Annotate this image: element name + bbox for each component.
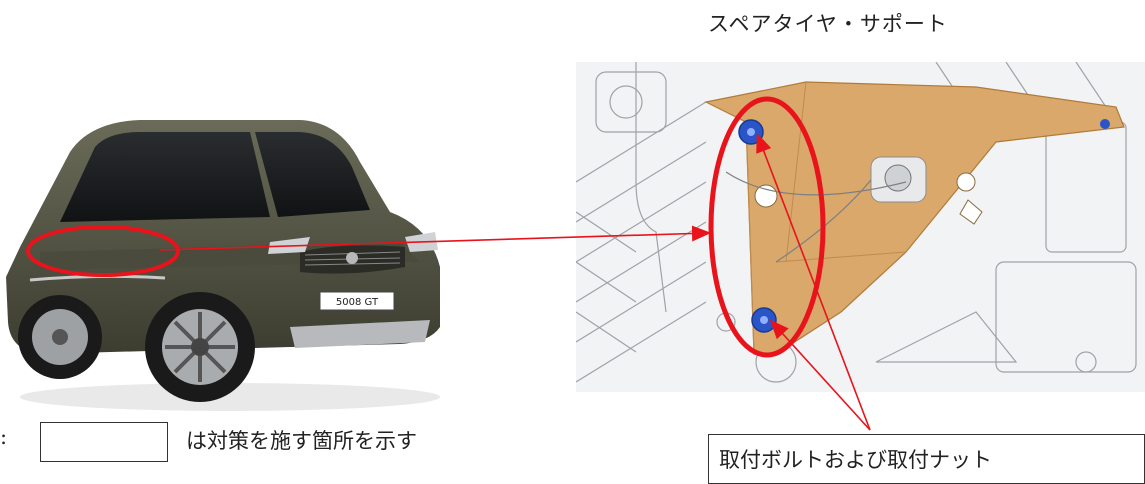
car-image: 5008 GT — [6, 120, 440, 411]
bolt-nut-callout: 取付ボルトおよび取付ナット — [708, 434, 1145, 484]
license-plate-text: 5008 GT — [336, 297, 379, 308]
spare-tire-support-diagram — [576, 62, 1145, 392]
callout-text: 取付ボルトおよび取付ナット — [719, 448, 992, 472]
legend-text: は対策を施す箇所を示す — [186, 429, 417, 453]
legend-colon: : — [0, 425, 8, 449]
legend-swatch-box — [40, 422, 168, 462]
part-title: スペアタイヤ・サポート — [708, 12, 948, 36]
